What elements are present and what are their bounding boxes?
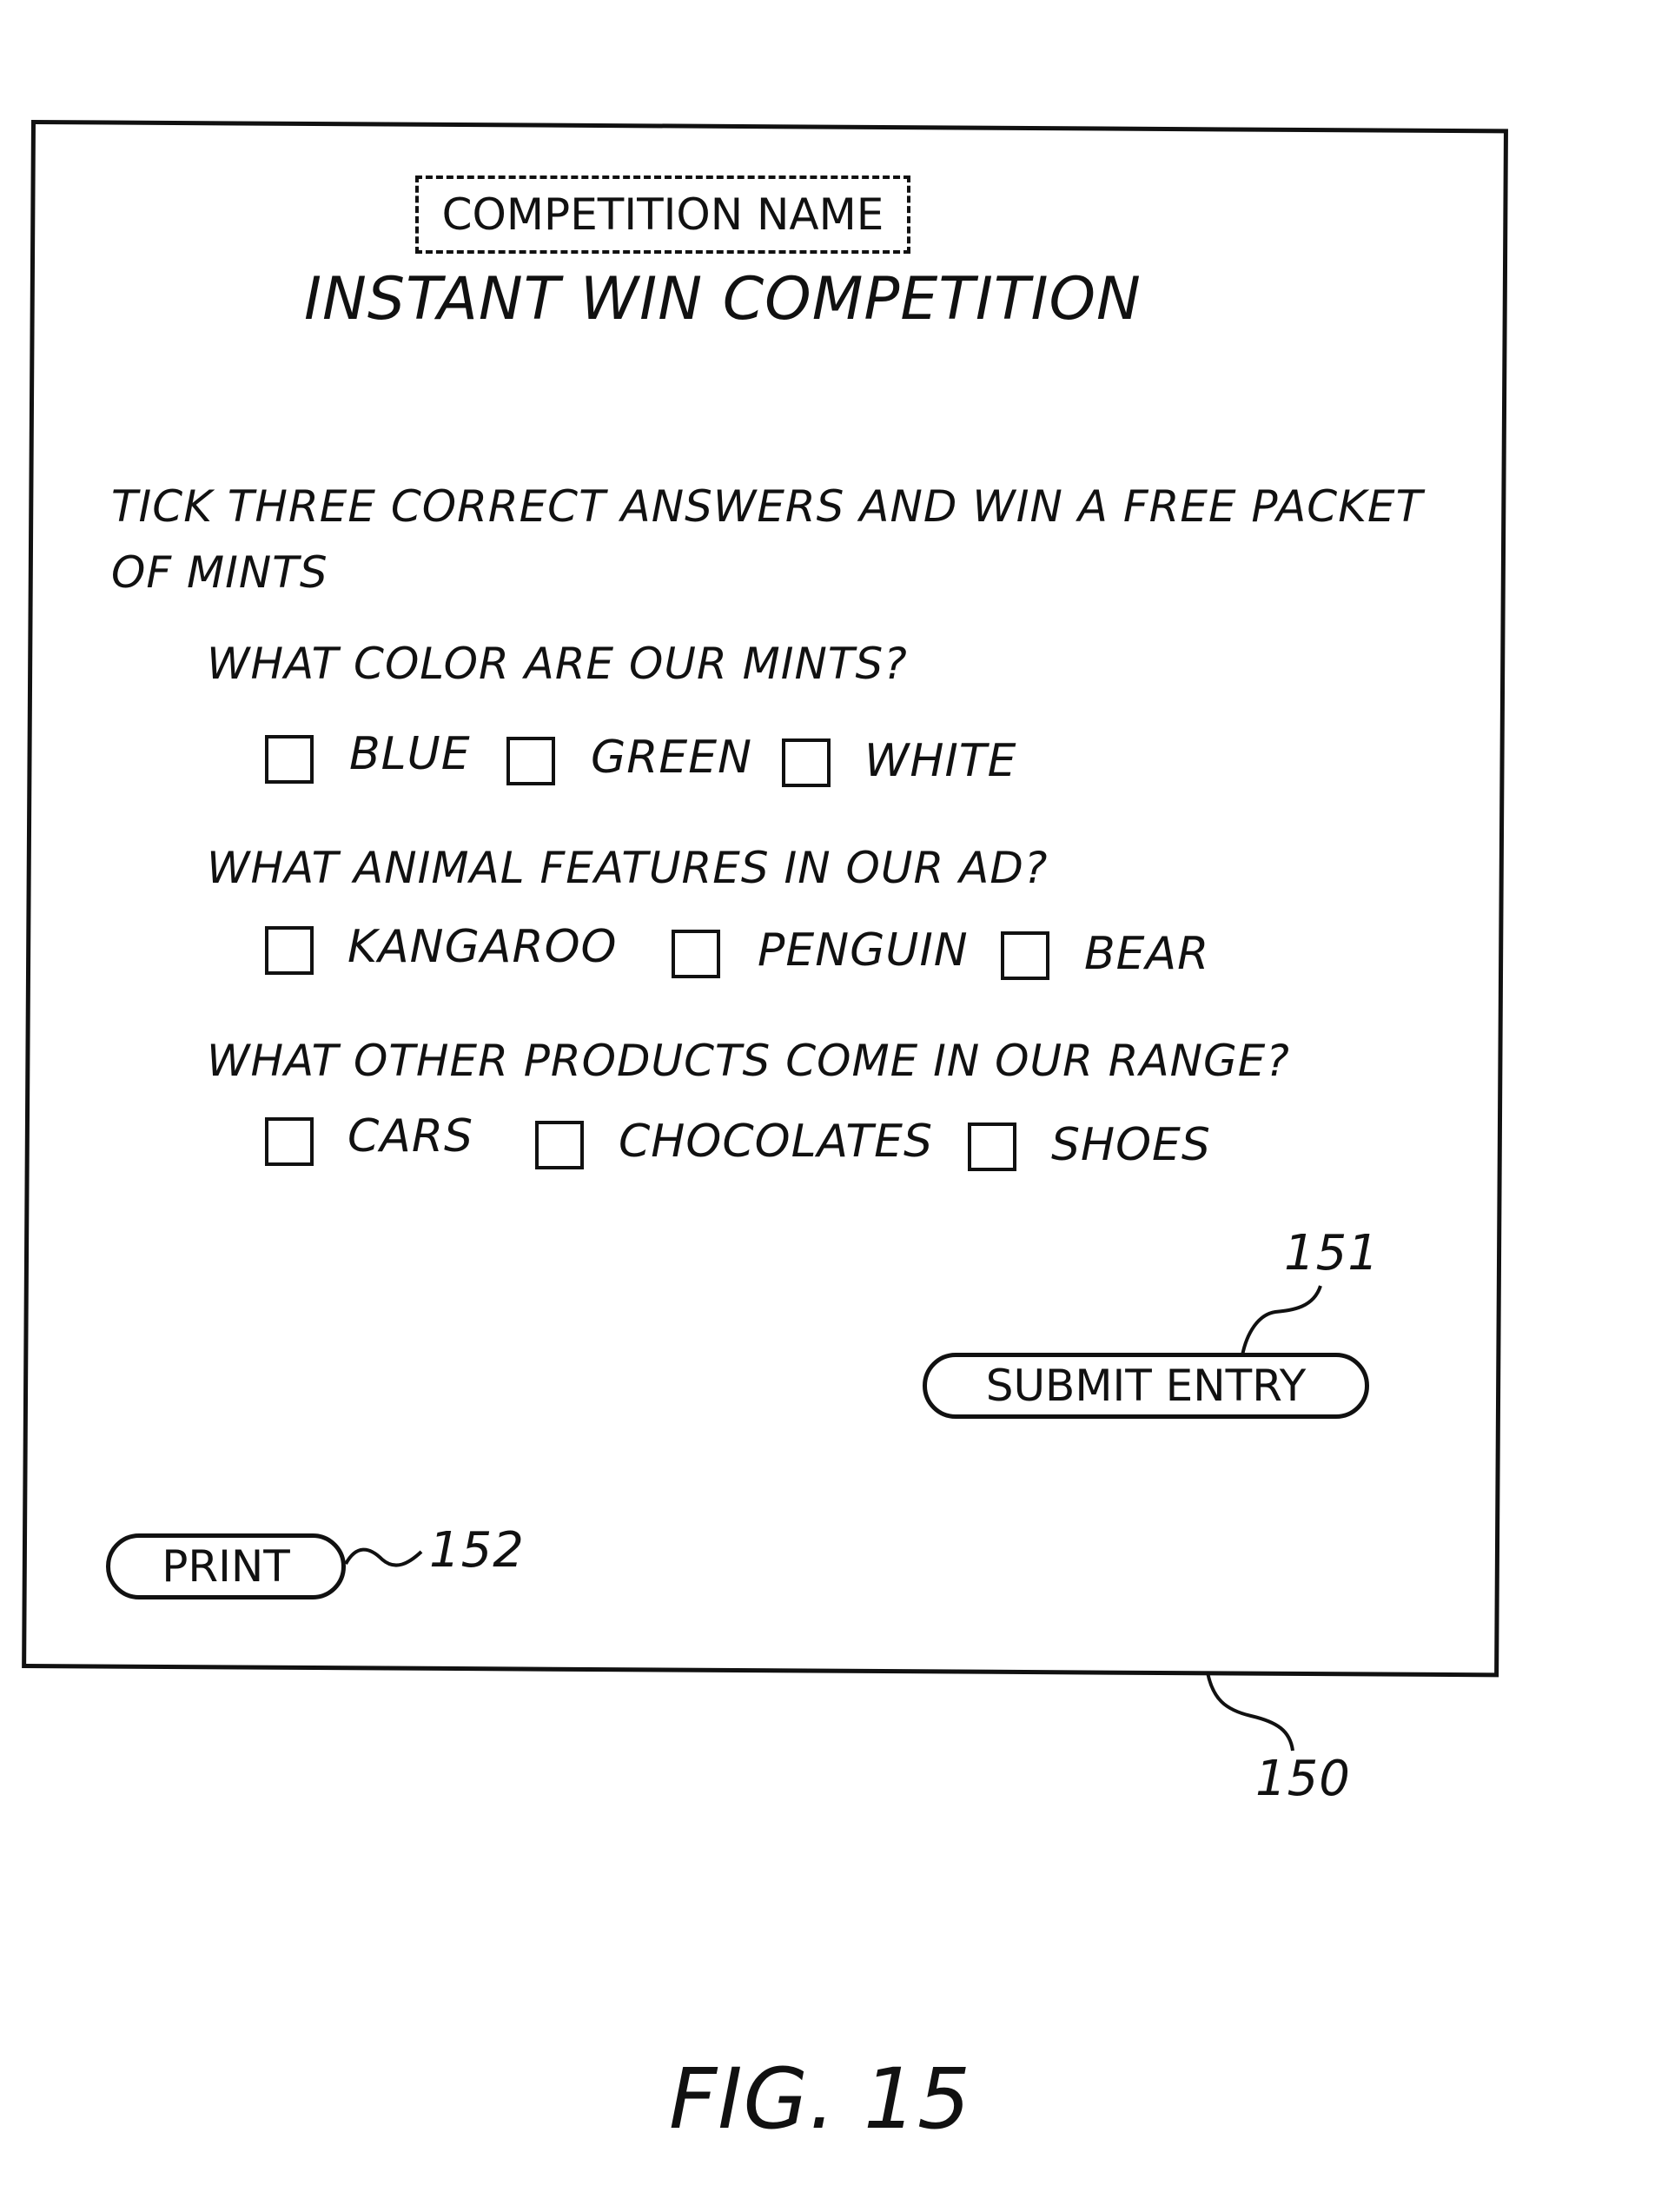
figure-caption: FIG. 15 xyxy=(669,2050,972,2148)
competition-name-field: COMPETITION NAME xyxy=(415,176,910,254)
checkbox-chocolates[interactable] xyxy=(535,1121,584,1169)
option-label-chocolates: CHOCOLATES xyxy=(619,1116,933,1168)
option-label-bear: BEAR xyxy=(1084,928,1210,980)
option-label-kangaroo: KANGAROO xyxy=(348,921,618,973)
checkbox-cars[interactable] xyxy=(265,1117,314,1166)
checkbox-penguin[interactable] xyxy=(672,930,720,978)
option-label-white: WHITE xyxy=(864,735,1017,787)
question-3: WHAT OTHER PRODUCTS COME IN OUR RANGE? xyxy=(207,1036,1290,1086)
checkbox-bear[interactable] xyxy=(1001,931,1049,980)
checkbox-white[interactable] xyxy=(782,738,831,787)
question-1: WHAT COLOR ARE OUR MINTS? xyxy=(207,639,908,689)
competition-title: INSTANT WIN COMPETITION xyxy=(304,265,1142,334)
competition-panel-frame xyxy=(22,120,1508,1678)
option-label-blue: BLUE xyxy=(349,728,471,780)
option-label-green: GREEN xyxy=(591,732,753,784)
option-label-shoes: SHOES xyxy=(1051,1119,1211,1171)
reference-numeral-151: 151 xyxy=(1284,1225,1380,1282)
question-2: WHAT ANIMAL FEATURES IN OUR AD? xyxy=(207,843,1049,893)
reference-numeral-150: 150 xyxy=(1255,1751,1351,1807)
option-label-penguin: PENGUIN xyxy=(758,924,969,977)
competition-instructions: TICK THREE CORRECT ANSWERS AND WIN A FRE… xyxy=(111,481,1424,598)
checkbox-green[interactable] xyxy=(506,737,555,785)
checkbox-blue[interactable] xyxy=(265,735,314,784)
checkbox-kangaroo[interactable] xyxy=(265,926,314,975)
reference-numeral-152: 152 xyxy=(429,1522,525,1579)
option-label-cars: CARS xyxy=(348,1110,474,1162)
submit-entry-button[interactable]: SUBMIT ENTRY xyxy=(923,1353,1369,1419)
checkbox-shoes[interactable] xyxy=(968,1123,1016,1171)
print-button[interactable]: PRINT xyxy=(106,1533,346,1599)
leader-line-150 xyxy=(1206,1672,1294,1752)
